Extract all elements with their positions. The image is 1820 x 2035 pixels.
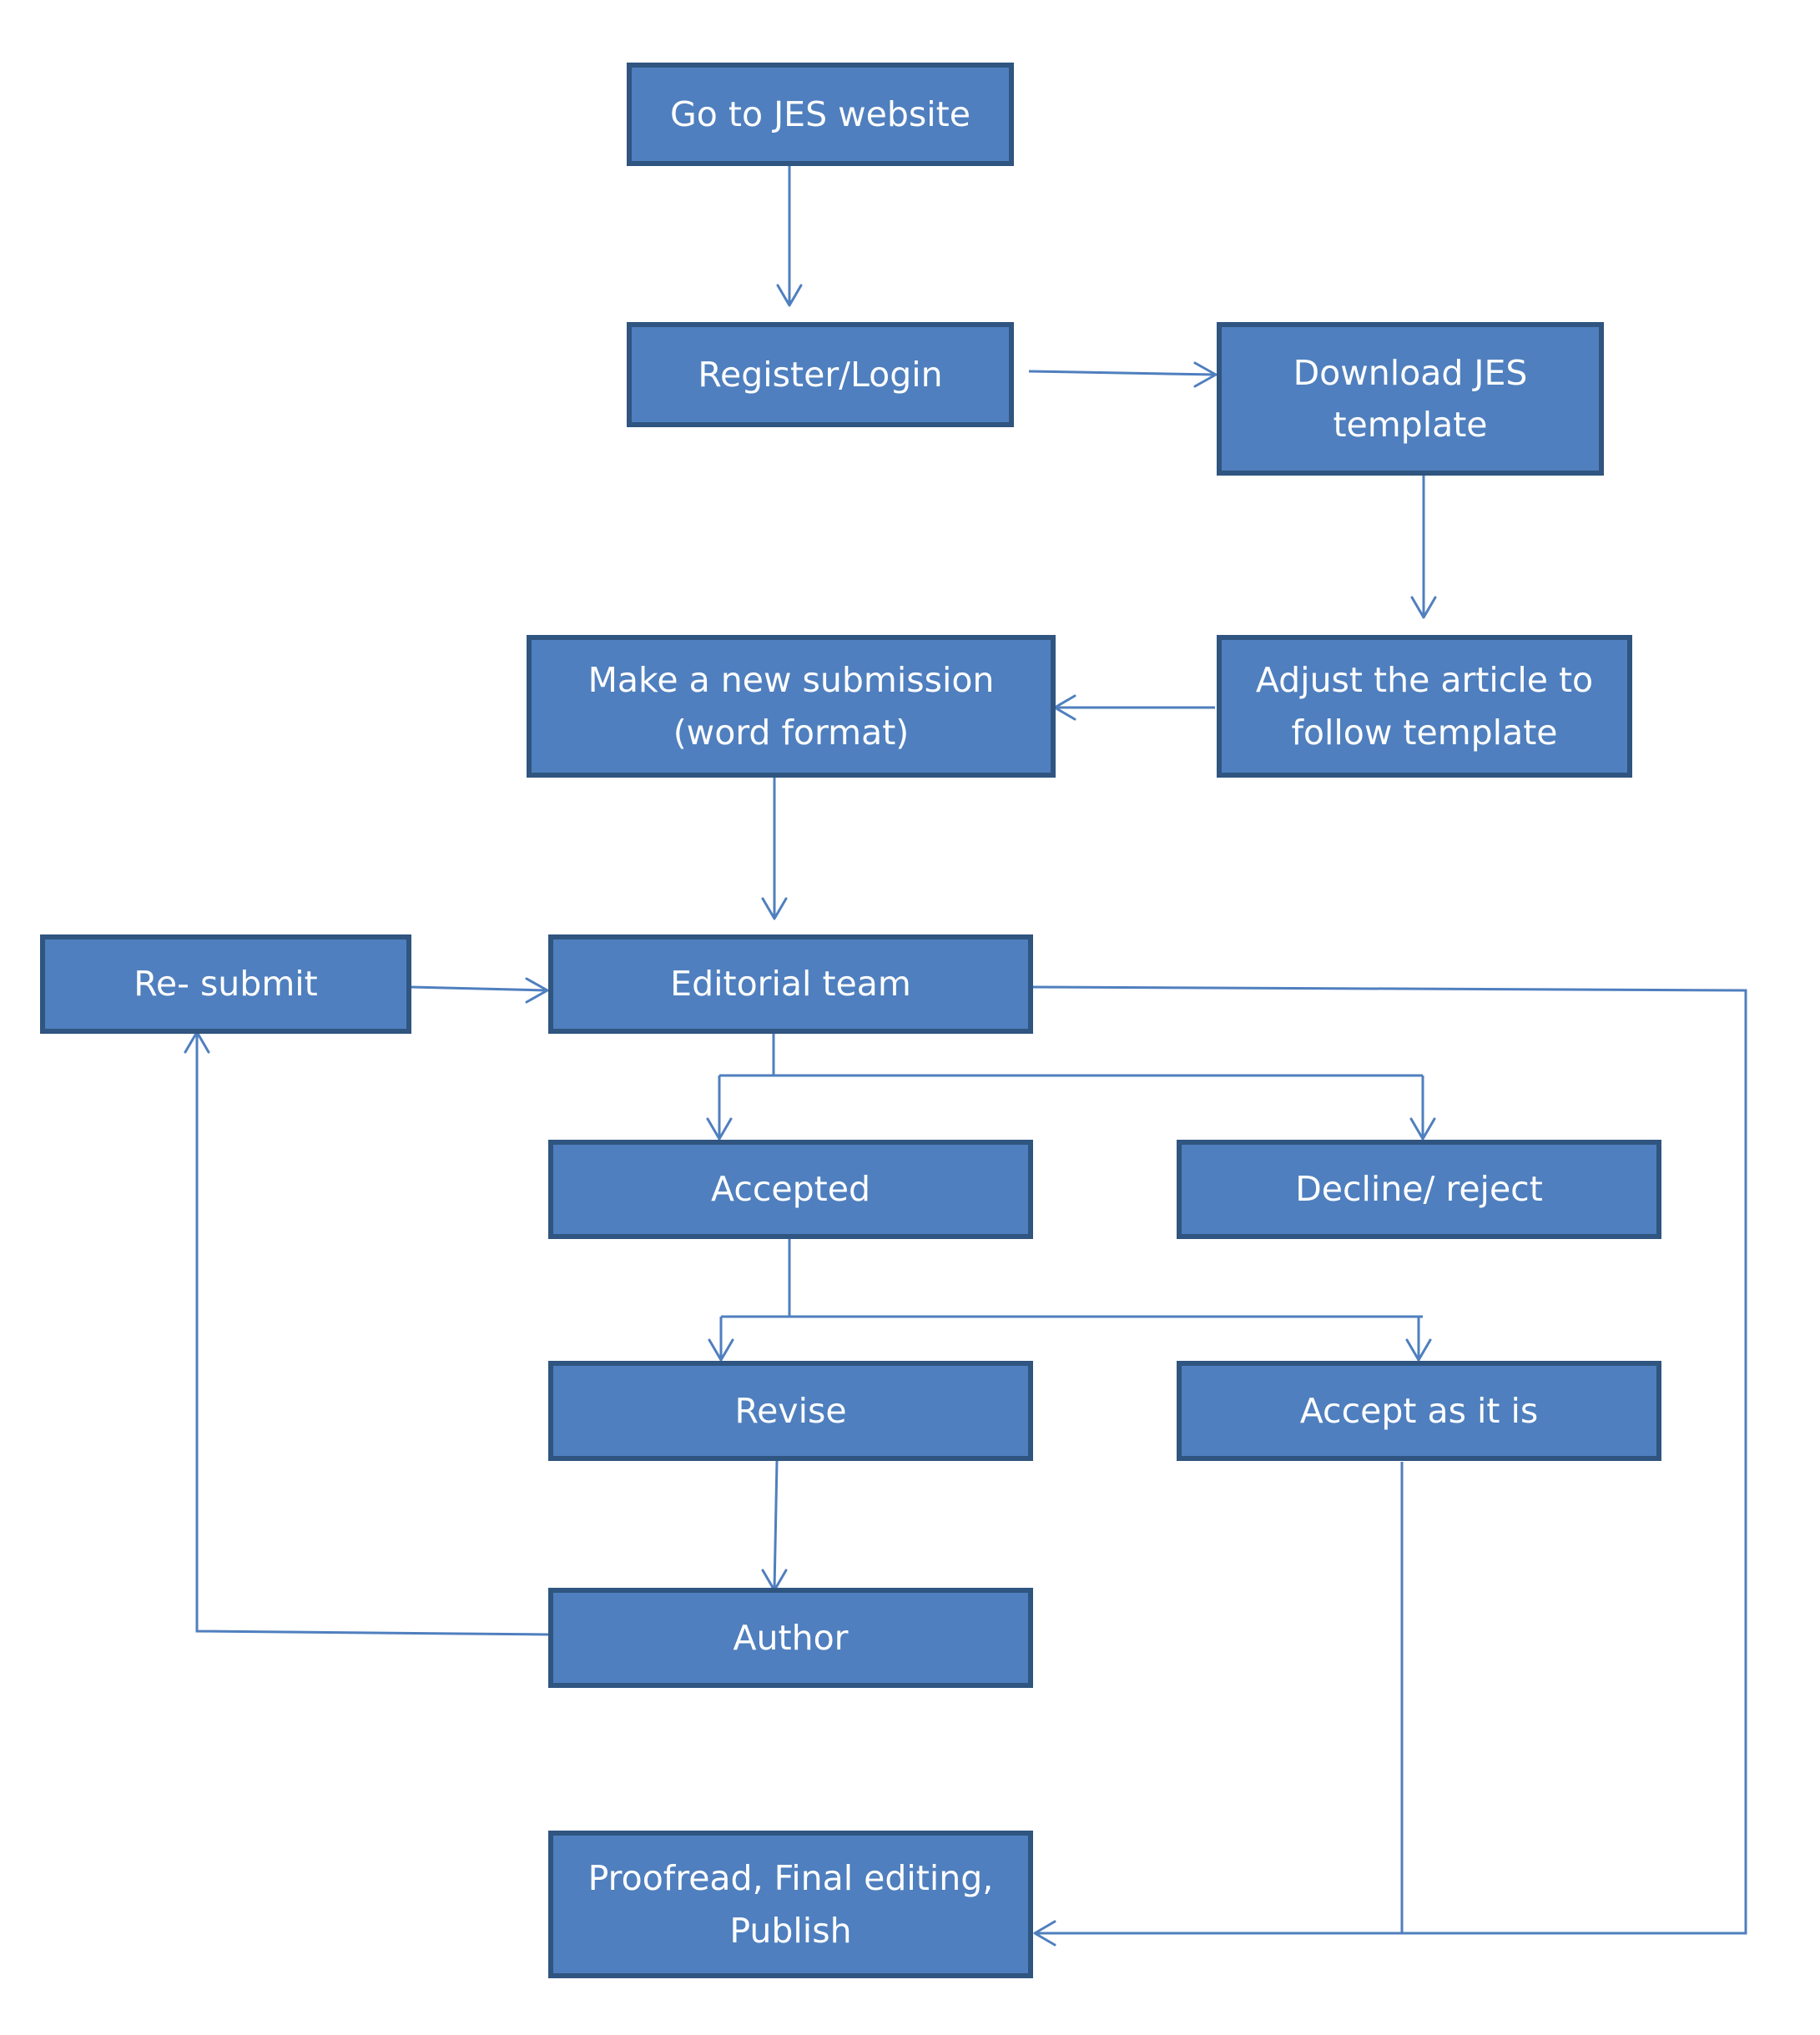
node-revise: Revise — [548, 1361, 1033, 1461]
edge-editorial-branch — [718, 1030, 1424, 1138]
arrowhead-down — [706, 1117, 733, 1141]
node-author: Author — [548, 1588, 1033, 1688]
node-adjust-article: Adjust the article to follow template — [1217, 635, 1632, 778]
arrowhead-down — [761, 897, 788, 920]
arrowhead-right — [525, 977, 549, 1004]
arrowhead-right — [1193, 361, 1218, 388]
edge-register-to-download — [1028, 370, 1216, 376]
node-editorial-team: Editorial team — [548, 934, 1033, 1034]
edge-accepted-branch — [719, 1237, 1423, 1359]
edge-editorial-to-proofread — [1032, 985, 1747, 1935]
edge-revise-to-author — [773, 1460, 779, 1590]
node-accept-as-is: Accept as it is — [1177, 1361, 1661, 1461]
arrowhead-down — [776, 284, 803, 307]
edge-author-to-resubmit — [195, 1032, 549, 1636]
arrowhead-down — [708, 1338, 734, 1362]
node-download-template: Download JES template — [1217, 322, 1604, 476]
arrowhead-down — [1410, 596, 1437, 619]
node-register-login: Register/Login — [627, 322, 1014, 427]
node-resubmit: Re- submit — [40, 934, 411, 1034]
arrowhead-left — [1033, 1920, 1056, 1947]
node-new-submission: Make a new submission (word format) — [527, 635, 1056, 778]
edge-resubmit-to-editorial — [410, 985, 547, 992]
node-proofread-publish: Proofread, Final editing, Publish — [548, 1831, 1033, 1978]
node-go-to-website: Go to JES website — [627, 63, 1014, 166]
arrowhead-down — [1409, 1117, 1436, 1141]
node-decline-reject: Decline/ reject — [1177, 1140, 1661, 1239]
node-accepted: Accepted — [548, 1140, 1033, 1239]
arrowhead-down — [1405, 1338, 1432, 1362]
